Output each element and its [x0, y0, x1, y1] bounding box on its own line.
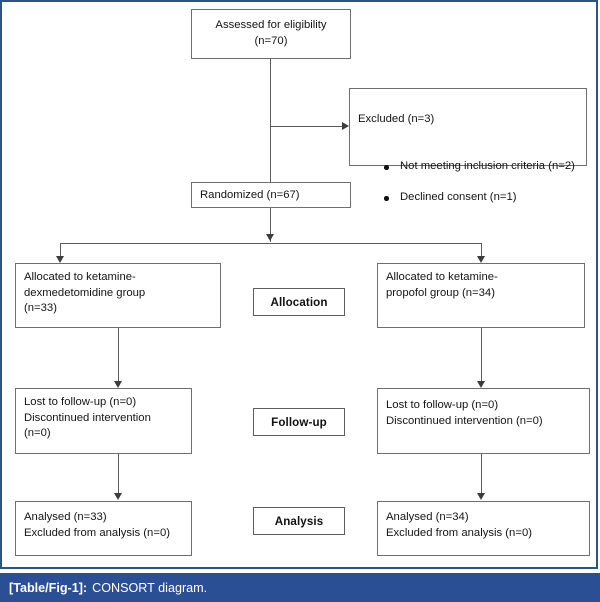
arrowhead-followup-right	[477, 381, 485, 388]
connector-assessed-to-randomized	[270, 59, 271, 182]
caption-tag: [Table/Fig-1]:	[9, 580, 88, 595]
connector-randomized-down	[270, 208, 271, 242]
connector-split-right-drop	[481, 243, 482, 260]
node-analysed-left: Analysed (n=33) Excluded from analysis (…	[15, 501, 192, 556]
connector-right-allocation-to-followup	[481, 328, 482, 386]
connector-left-followup-to-analysis	[118, 454, 119, 498]
arrowhead-allocated-left	[56, 256, 64, 263]
arrowhead-analysis-right	[477, 493, 485, 500]
node-excluded: Excluded (n=3) Not meeting inclusion cri…	[349, 88, 587, 203]
connector-split-left-drop	[60, 243, 61, 260]
arrowhead-followup-left	[114, 381, 122, 388]
list-item: Not meeting inclusion criteria (n=2)	[384, 159, 578, 175]
node-allocated-ketamine-dexmedetomidine: Allocated to ketamine- dexmedetomidine g…	[15, 263, 221, 328]
excluded-title: Excluded (n=3)	[358, 112, 435, 125]
node-randomized: Randomized (n=67)	[191, 182, 351, 208]
figure-caption-bar: [Table/Fig-1]: CONSORT diagram.	[0, 573, 600, 602]
arrowhead-to-excluded	[342, 122, 349, 130]
caption-text: CONSORT diagram.	[92, 580, 208, 595]
stage-label-allocation: Allocation	[253, 288, 345, 316]
connector-to-excluded	[270, 126, 342, 127]
node-followup-right: Lost to follow-up (n=0) Discontinued int…	[377, 388, 590, 454]
node-assessed-for-eligibility: Assessed for eligibility (n=70)	[191, 9, 351, 59]
diagram-canvas: Assessed for eligibility (n=70) Excluded…	[15, 9, 590, 556]
stage-label-analysis: Analysis	[253, 507, 345, 535]
connector-left-allocation-to-followup	[118, 328, 119, 386]
arrowhead-randomized-split	[266, 234, 274, 241]
excluded-reason-list: Not meeting inclusion criteria (n=2) Dec…	[358, 144, 578, 222]
connector-split-bar	[60, 243, 481, 244]
node-analysed-right: Analysed (n=34) Excluded from analysis (…	[377, 501, 590, 556]
node-allocated-ketamine-propofol: Allocated to ketamine- propofol group (n…	[377, 263, 585, 328]
arrowhead-allocated-right	[477, 256, 485, 263]
node-followup-left: Lost to follow-up (n=0) Discontinued int…	[15, 388, 192, 454]
connector-right-followup-to-analysis	[481, 454, 482, 498]
list-item: Declined consent (n=1)	[384, 190, 578, 206]
arrowhead-analysis-left	[114, 493, 122, 500]
stage-label-followup: Follow-up	[253, 408, 345, 436]
